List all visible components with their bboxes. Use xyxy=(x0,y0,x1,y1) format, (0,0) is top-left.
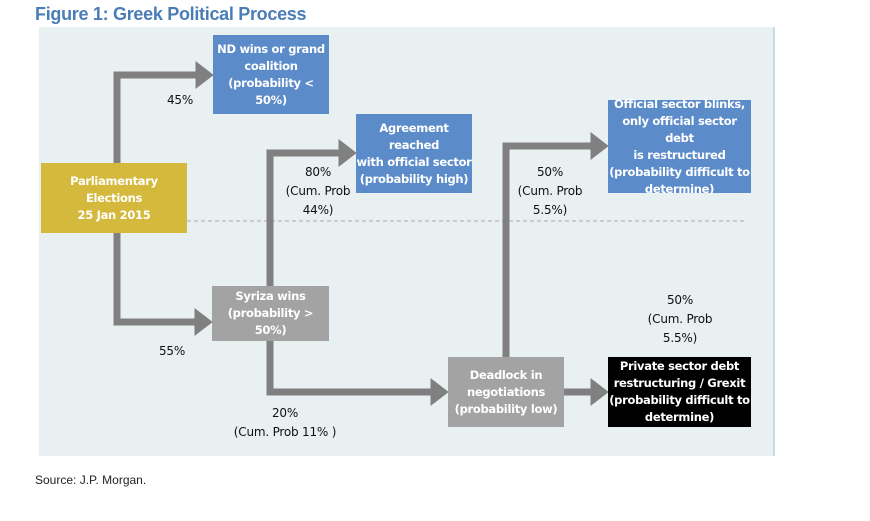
arrow-to-official xyxy=(502,132,609,357)
node-agreement: Agreement reached with official sector (… xyxy=(356,114,472,193)
label-to-deadlock: 20% (Cum. Prob 11% ) xyxy=(233,406,337,439)
label-to-agreement: 80% (Cum. Prob 44%) xyxy=(285,165,351,217)
node-deadlock: Deadlock in negotiations (probability lo… xyxy=(448,357,564,427)
node-nd-wins: ND wins or grand coalition (probability … xyxy=(213,35,329,114)
label-to-nd: 45% xyxy=(166,93,194,107)
node-official-blinks: Official sector blinks, only official se… xyxy=(608,96,751,196)
arrow-to-agreement xyxy=(266,139,357,286)
source-note: Source: J.P. Morgan. xyxy=(35,473,147,487)
arrow-to-deadlock xyxy=(266,341,449,406)
arrow-to-syriza xyxy=(113,233,213,336)
node-syriza-wins: Syriza wins (probability > 50%) xyxy=(212,286,329,341)
node-grexit: Private sector debt restructuring / Grex… xyxy=(608,357,751,427)
figure-title: Figure 1: Greek Political Process xyxy=(35,4,307,24)
label-to-syriza: 55% xyxy=(158,344,186,358)
arrow-to-nd xyxy=(113,61,214,163)
label-to-official: 50% (Cum. Prob 5.5%) xyxy=(517,165,583,217)
label-to-grexit: 50% (Cum. Prob 5.5%) xyxy=(647,293,713,345)
node-elections: Parliamentary Elections 25 Jan 2015 xyxy=(41,163,187,233)
